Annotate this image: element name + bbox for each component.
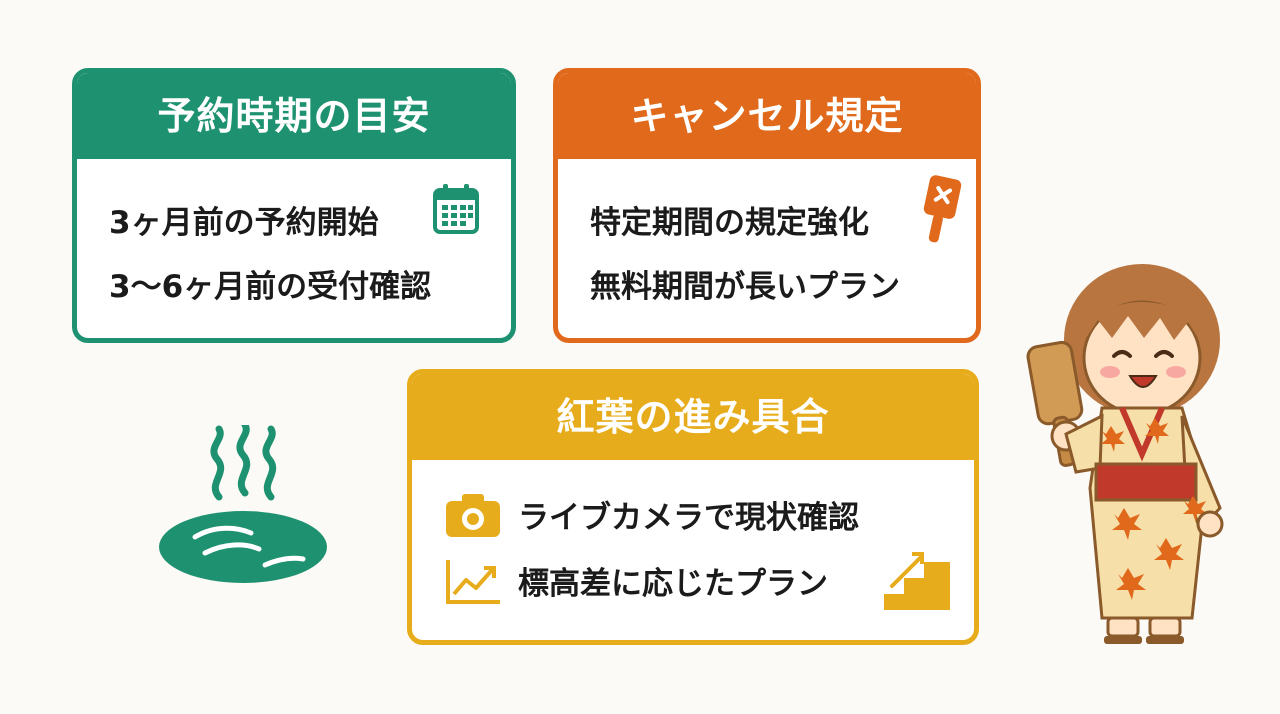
stairs-icon [884, 552, 950, 610]
cancel-item-2: 無料期間が長いプラン [590, 269, 900, 305]
booking-timing-title: 予約時期の目安 [77, 73, 511, 159]
cancellation-policy-card: キャンセル規定 特定期間の規定強化 無料期間が長いプラン [553, 68, 981, 343]
booking-timing-card: 予約時期の目安 3ヶ月前の予約開始 3〜6ヶ月前の受付確認 [72, 68, 516, 343]
booking-item-1: 3ヶ月前の予約開始 [109, 205, 379, 241]
foliage-item-2: 標高差に応じたプラン [518, 566, 828, 602]
hot-spring-icon [159, 425, 327, 583]
trend-chart-icon [446, 560, 500, 604]
cancel-item-1: 特定期間の規定強化 [590, 205, 869, 241]
paddle-icon [923, 175, 962, 243]
foliage-progress-card: 紅葉の進み具合 ライブカメラで現状確認 標高差に応じたプラン [407, 369, 979, 645]
foliage-progress-title: 紅葉の進み具合 [412, 374, 974, 460]
booking-item-2: 3〜6ヶ月前の受付確認 [109, 269, 432, 305]
yukata-girl-illustration [1026, 264, 1224, 644]
calendar-icon [433, 184, 479, 234]
camera-icon [446, 494, 500, 537]
cancellation-policy-title: キャンセル規定 [558, 73, 976, 159]
foliage-item-1: ライブカメラで現状確認 [518, 500, 859, 536]
